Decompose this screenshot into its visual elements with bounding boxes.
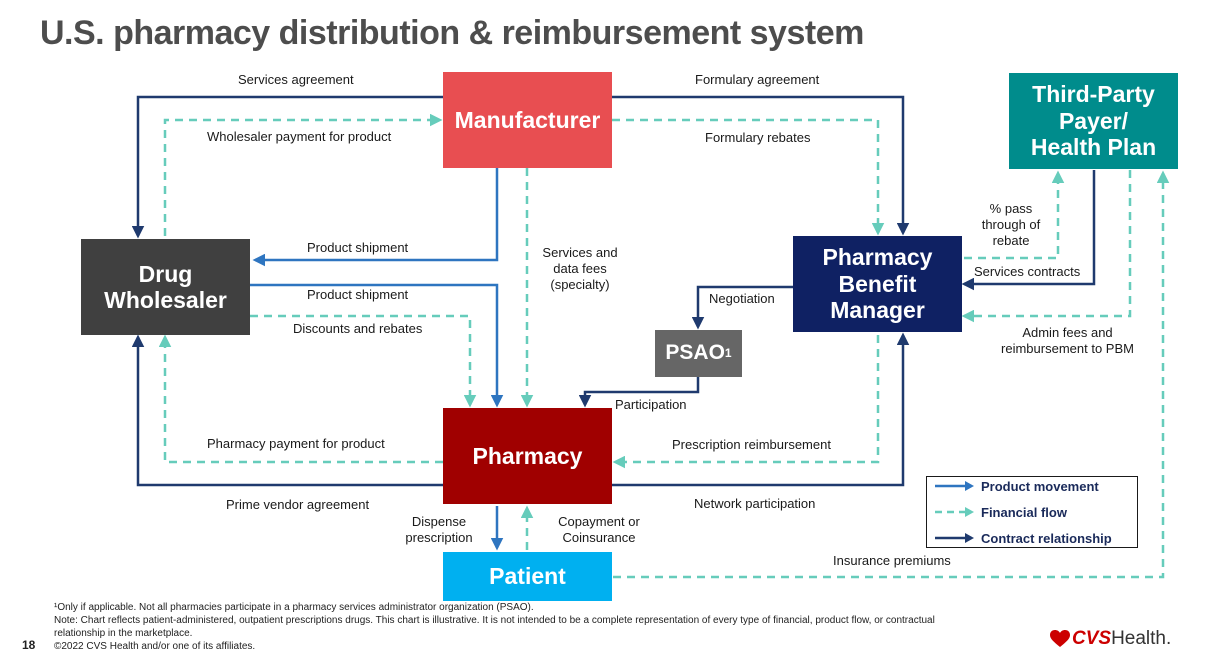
formulary-rebates-label: Formulary rebates (705, 130, 811, 145)
prime-vendor-line (131, 334, 443, 487)
product-shipment-label-2: Product shipment (307, 287, 409, 302)
pass-through-line1: % pass (989, 201, 1033, 216)
negotiation-line (691, 285, 793, 330)
pbm-box: Pharmacy Benefit Manager (793, 236, 962, 332)
pass-through-line3: rebate (992, 233, 1030, 248)
legend-contract: Contract relationship (927, 529, 1112, 547)
pharmacy-payment-label: Pharmacy payment for product (207, 436, 385, 451)
services-data-fees-label: Services and data fees (specialty) (535, 245, 625, 293)
network-participation-label: Network participation (694, 496, 816, 511)
pass-through-line2: through of (981, 217, 1041, 232)
wholesaler-label-line1: Drug (138, 260, 193, 287)
payer-label-line2: Payer/ (1058, 107, 1129, 134)
prime-vendor-label: Prime vendor agreement (226, 497, 370, 512)
patient-label: Patient (489, 563, 566, 590)
legend: Product movement Financial flow Contract… (926, 476, 1138, 548)
services-data-fees-line2: data fees (553, 261, 607, 276)
legend-contract-label: Contract relationship (981, 530, 1112, 546)
discounts-rebates-label: Discounts and rebates (293, 321, 423, 336)
wholesaler-payment-label: Wholesaler payment for product (207, 129, 392, 144)
dispense-label: Dispense prescription (396, 514, 482, 546)
services-data-fees-line3: (specialty) (550, 277, 610, 292)
pbm-label-line2: Benefit (838, 270, 917, 297)
discounts-rebates-line (250, 314, 477, 408)
legend-product-label: Product movement (981, 478, 1099, 494)
prescription-reimbursement-line (612, 335, 880, 469)
formulary-agreement-label: Formulary agreement (695, 72, 820, 87)
payer-label-line3: Health Plan (1030, 134, 1157, 161)
footnote-note-cont: relationship in the marketplace. (54, 628, 193, 639)
pharmacy-label: Pharmacy (472, 442, 583, 469)
drug-wholesaler-box: Drug Wholesaler (81, 239, 250, 335)
legend-financial-label: Financial flow (981, 504, 1067, 520)
insurance-premiums-line (613, 170, 1170, 579)
dispense-line2: prescription (405, 530, 473, 545)
heart-icon (1050, 630, 1070, 647)
prescription-reimbursement-label: Prescription reimbursement (672, 437, 831, 452)
page-number: 18 (22, 638, 36, 652)
admin-fees-label: Admin fees and reimbursement to PBM (990, 325, 1145, 357)
legend-product-swatch (935, 481, 974, 491)
services-data-fees-line1: Services and (542, 245, 618, 260)
admin-fees-line1: Admin fees and (1022, 325, 1113, 340)
page-title: U.S. pharmacy distribution & reimburseme… (40, 14, 864, 52)
dispense-line1: Dispense (411, 514, 467, 529)
formulary-rebates-line (612, 118, 885, 236)
patient-box: Patient (443, 552, 612, 601)
manufacturer-label: Manufacturer (454, 106, 601, 133)
payer-label-line1: Third-Party (1032, 81, 1155, 108)
logo-cvs: CVS (1072, 628, 1112, 649)
copay-line1: Copayment or (558, 514, 640, 529)
logo-health: Health. (1111, 628, 1172, 649)
footnote-note: Note: Chart reflects patient-administere… (54, 615, 935, 626)
legend-product: Product movement (927, 477, 1099, 495)
third-party-payer-box: Third-Party Payer/ Health Plan (1009, 73, 1178, 169)
psao-footnote-mark: 1 (724, 345, 732, 360)
admin-fees-line2: reimbursement to PBM (1001, 341, 1134, 356)
pbm-label-line1: Pharmacy (822, 244, 933, 271)
copyright: ©2022 CVS Health and/or one of its affil… (54, 641, 256, 652)
psao-label: PSAO (665, 341, 725, 365)
services-contracts-line (961, 170, 1096, 291)
product-shipment-to-wholesaler-line (252, 168, 499, 267)
participation-line (578, 377, 700, 408)
services-contracts-label: Services contracts (974, 264, 1081, 279)
copay-line2: Coinsurance (562, 530, 636, 545)
manufacturer-box: Manufacturer (443, 72, 612, 168)
admin-fees-line (961, 170, 1132, 323)
services-agreement-line (131, 95, 443, 239)
wholesaler-label-line2: Wholesaler (104, 287, 227, 313)
pbm-label-line3: Manager (830, 297, 925, 324)
pass-through-label: % pass through of rebate (972, 201, 1050, 249)
legend-financial-swatch (935, 507, 974, 517)
pass-through-line (964, 170, 1065, 260)
legend-contract-swatch (935, 533, 974, 543)
participation-label: Participation (615, 397, 687, 412)
wholesaler-payment-line (163, 113, 443, 236)
services-agreement-label: Services agreement (238, 72, 354, 87)
negotiation-label: Negotiation (709, 291, 775, 306)
network-participation-line (612, 332, 910, 487)
legend-financial: Financial flow (927, 503, 1067, 521)
footnote-psao: ¹Only if applicable. Not all pharmacies … (54, 602, 534, 613)
insurance-premiums-label: Insurance premiums (833, 553, 951, 568)
formulary-agreement-line (612, 95, 910, 236)
product-shipment-label-1: Product shipment (307, 240, 409, 255)
copay-label: Copayment or Coinsurance (549, 514, 649, 546)
pharmacy-box: Pharmacy (443, 408, 612, 504)
product-shipment-to-pharmacy-line (250, 283, 504, 408)
